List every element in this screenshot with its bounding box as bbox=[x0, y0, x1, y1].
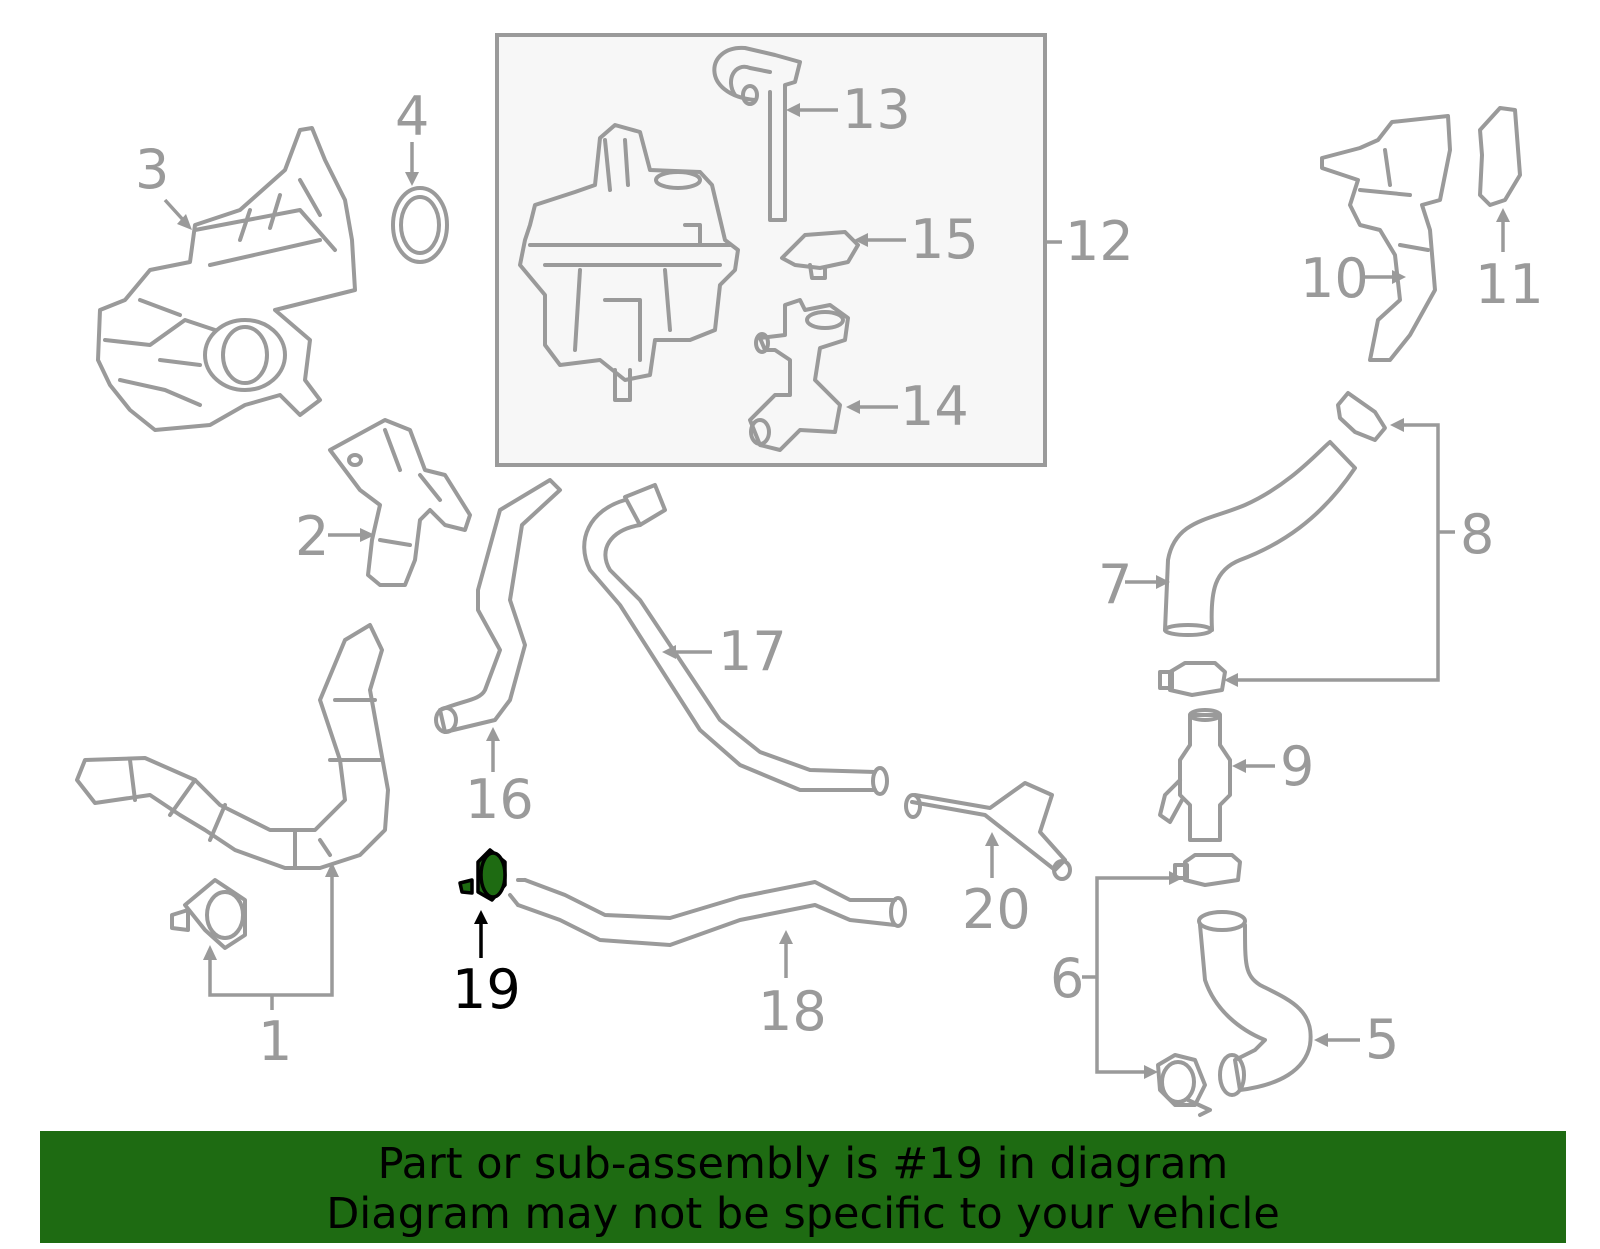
part-4-oring[interactable] bbox=[391, 186, 449, 264]
callout-9: 9 bbox=[1280, 735, 1314, 798]
leader-6 bbox=[1082, 876, 1175, 1074]
callout-1: 1 bbox=[258, 1010, 292, 1073]
callout-2: 2 bbox=[295, 505, 329, 568]
callout-8: 8 bbox=[1460, 503, 1494, 566]
callout-12: 12 bbox=[1065, 210, 1134, 273]
part-1-hose[interactable] bbox=[75, 623, 390, 950]
callout-6: 6 bbox=[1050, 947, 1084, 1010]
part-7-hose[interactable] bbox=[1163, 440, 1357, 637]
part-8-clamp-lower[interactable] bbox=[1158, 661, 1227, 697]
part-19-clamp[interactable] bbox=[458, 848, 507, 902]
part-6-clamp-lower[interactable] bbox=[1156, 1053, 1212, 1117]
callout-5: 5 bbox=[1365, 1008, 1399, 1071]
callout-4: 4 bbox=[395, 85, 429, 148]
part-3-housing[interactable] bbox=[96, 126, 357, 432]
part-17-hose[interactable] bbox=[582, 483, 889, 796]
callout-7: 7 bbox=[1098, 553, 1132, 616]
callout-20: 20 bbox=[962, 878, 1031, 941]
callout-17: 17 bbox=[718, 620, 787, 683]
banner-line-1: Part or sub-assembly is #19 in diagram bbox=[377, 1139, 1229, 1189]
callout-11: 11 bbox=[1475, 253, 1544, 316]
banner-line-2: Diagram may not be specific to your vehi… bbox=[326, 1189, 1280, 1239]
part-14-valve[interactable] bbox=[748, 298, 850, 452]
callout-14: 14 bbox=[900, 375, 969, 438]
callout-10: 10 bbox=[1300, 247, 1369, 310]
callout-16: 16 bbox=[465, 768, 534, 831]
callout-3: 3 bbox=[135, 138, 169, 201]
part-13-hose[interactable] bbox=[712, 45, 802, 222]
part-9-valve[interactable] bbox=[1158, 708, 1232, 842]
part-20-connector[interactable] bbox=[904, 781, 1072, 881]
part-15-cap[interactable] bbox=[780, 230, 860, 280]
callout-18: 18 bbox=[758, 980, 827, 1043]
reservoir-tank[interactable] bbox=[518, 123, 740, 402]
callout-13: 13 bbox=[842, 78, 911, 141]
callout-15: 15 bbox=[910, 208, 979, 271]
part-5-hose[interactable] bbox=[1197, 910, 1313, 1097]
part-6-clamp-upper[interactable] bbox=[1173, 853, 1242, 887]
part-18-hose[interactable] bbox=[508, 878, 907, 947]
part-10-pipe[interactable] bbox=[1320, 114, 1452, 362]
leader-3 bbox=[163, 198, 187, 224]
info-banner: Part or sub-assembly is #19 in diagram D… bbox=[40, 1131, 1566, 1243]
leader-8 bbox=[1232, 423, 1455, 682]
part-8-clamp-upper[interactable] bbox=[1336, 391, 1387, 442]
part-16-hose[interactable] bbox=[434, 478, 562, 734]
leader-1 bbox=[208, 870, 334, 1010]
part-11-gasket[interactable] bbox=[1478, 106, 1522, 207]
callout-19: 19 bbox=[452, 958, 521, 1021]
part-2-thermostat[interactable] bbox=[328, 418, 472, 587]
